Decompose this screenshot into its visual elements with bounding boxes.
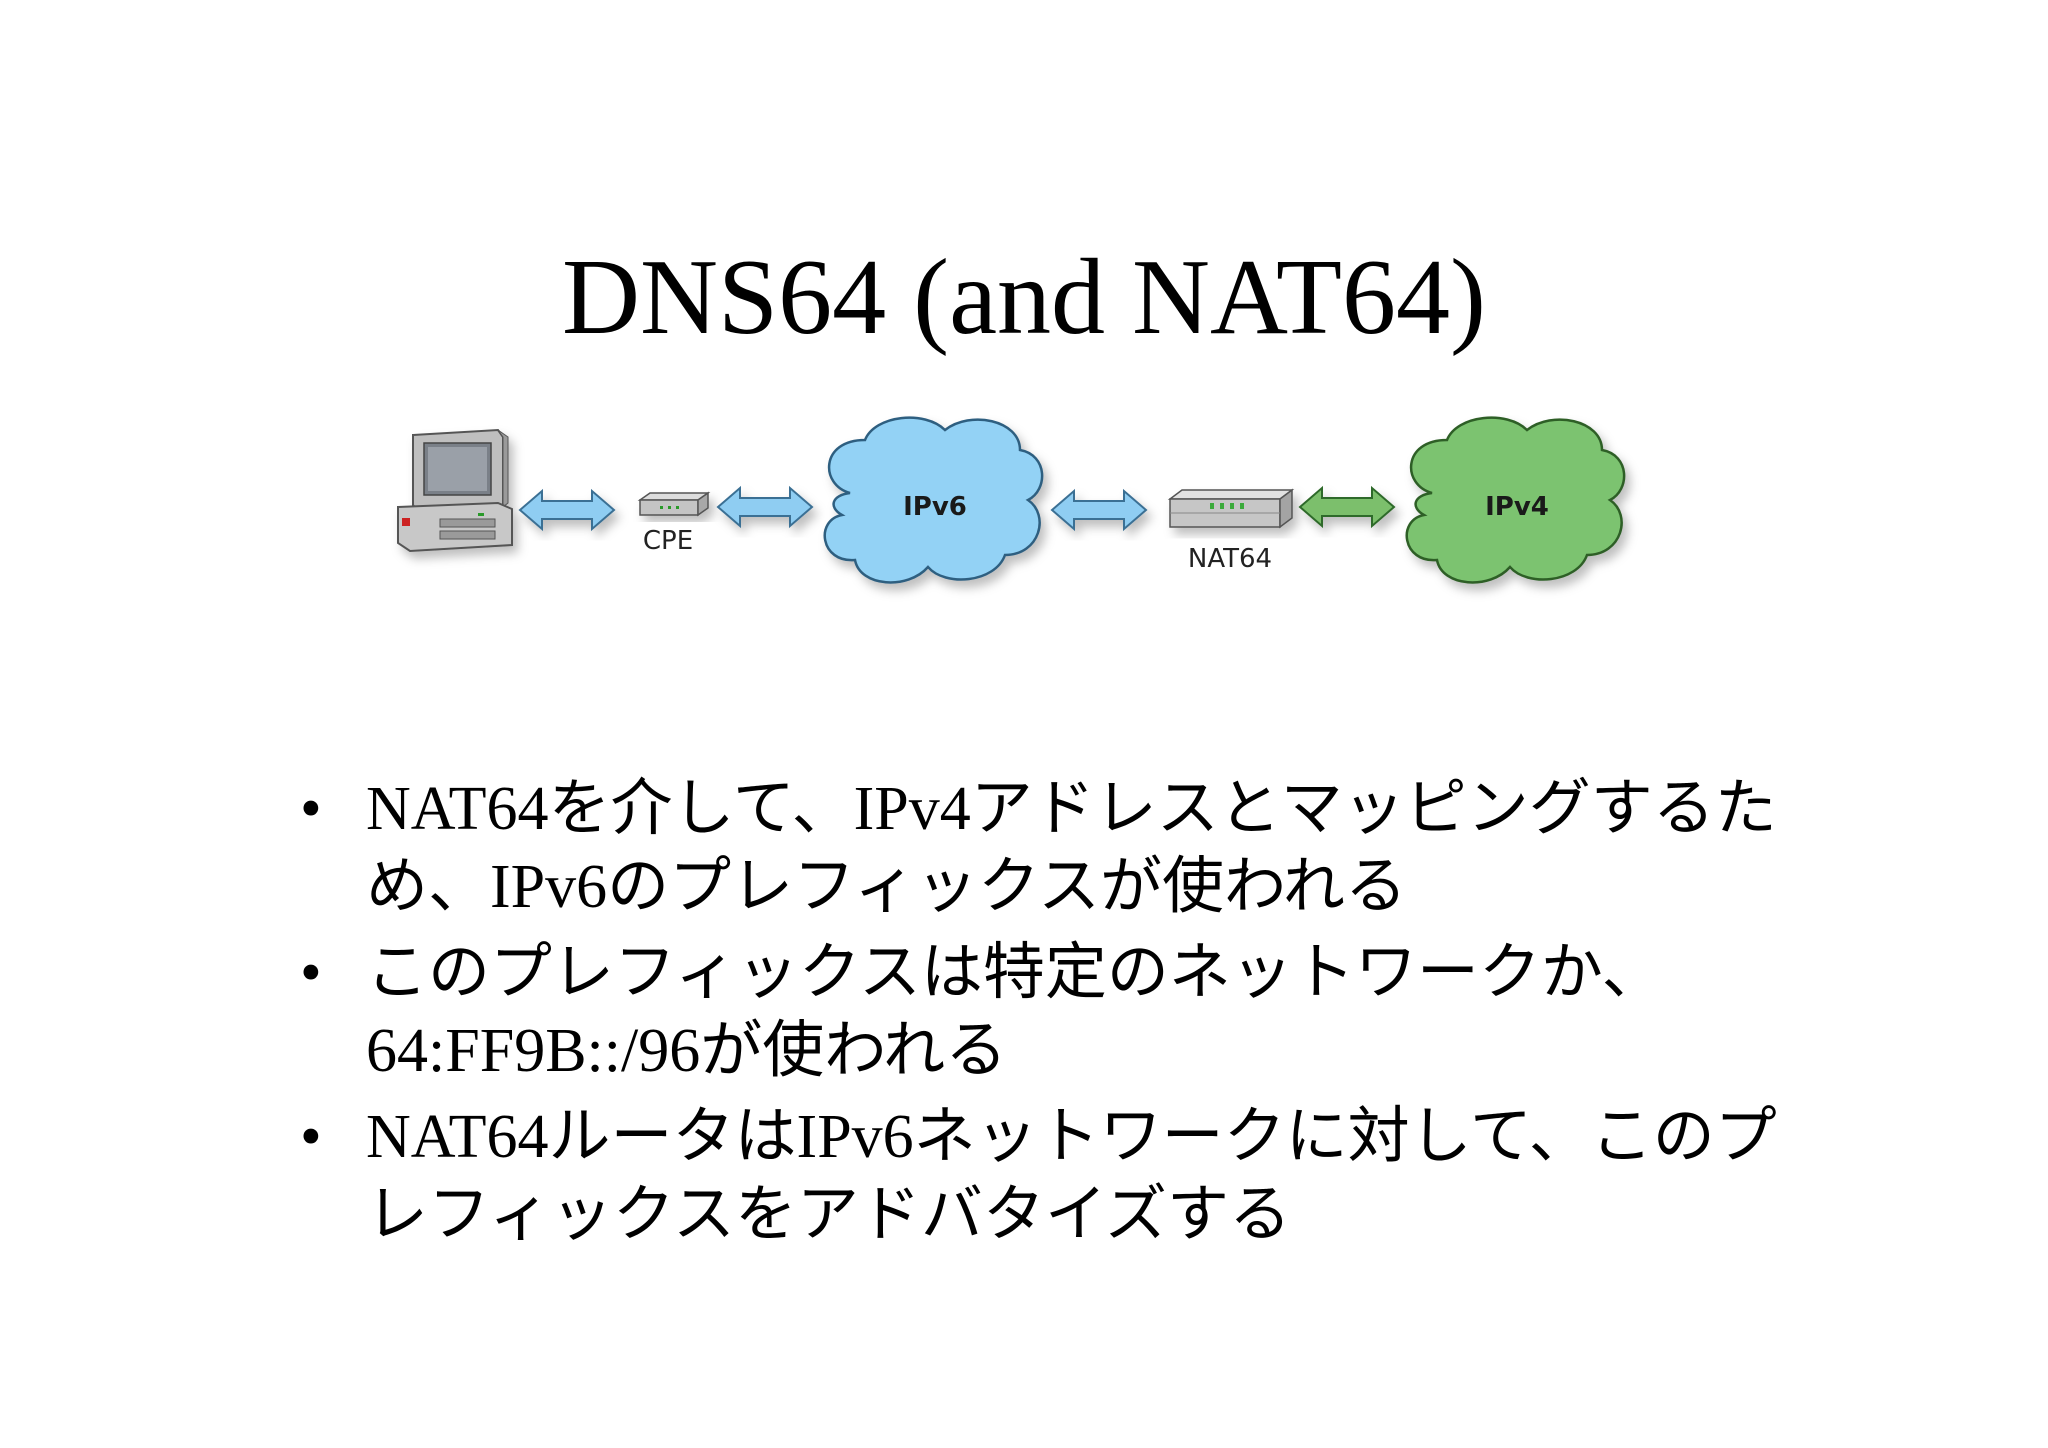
cpe-device-icon [637,491,711,517]
ipv6-cloud-icon [823,416,1044,584]
slide-title: DNS64 (and NAT64) [562,238,1486,357]
bullet-marker: • [300,1103,322,1171]
ipv6-label: IPv6 [903,492,967,522]
ipv4-label: IPv4 [1485,492,1549,522]
link-arrow-icon [1050,488,1148,532]
bullet-text: このプレフィックスは特定のネットワークか、64:FF9B::/96が使われる [366,939,1664,1085]
computer-icon [397,428,513,553]
network-diagram: CPE IPv6 NAT64 IPv4 [397,416,1626,584]
bullet-item: • NAT64を介して、IPv4アドレスとマッピングするため、IPv6のプレフィ… [300,770,1780,926]
cpe-label: CPE [643,526,693,556]
bullet-marker: • [300,939,322,1007]
link-arrow-icon [716,485,814,529]
ipv4-cloud-icon [1405,416,1626,584]
bullet-text: NAT64を介して、IPv4アドレスとマッピングするため、IPv6のプレフィック… [366,775,1777,921]
nat64-label: NAT64 [1188,544,1272,574]
bullet-list: • NAT64を介して、IPv4アドレスとマッピングするため、IPv6のプレフィ… [300,770,1780,1262]
bullet-text: NAT64ルータはIPv6ネットワークに対して、このプレフィックスをアドバタイズ… [366,1103,1777,1249]
bullet-marker: • [300,775,322,843]
link-arrow-icon [518,488,616,532]
bullet-item: • このプレフィックスは特定のネットワークか、64:FF9B::/96が使われる [300,934,1780,1090]
bullet-item: • NAT64ルータはIPv6ネットワークに対して、このプレフィックスをアドバタ… [300,1098,1780,1254]
nat64-router-icon [1167,488,1295,529]
link-arrow-icon [1298,485,1396,529]
